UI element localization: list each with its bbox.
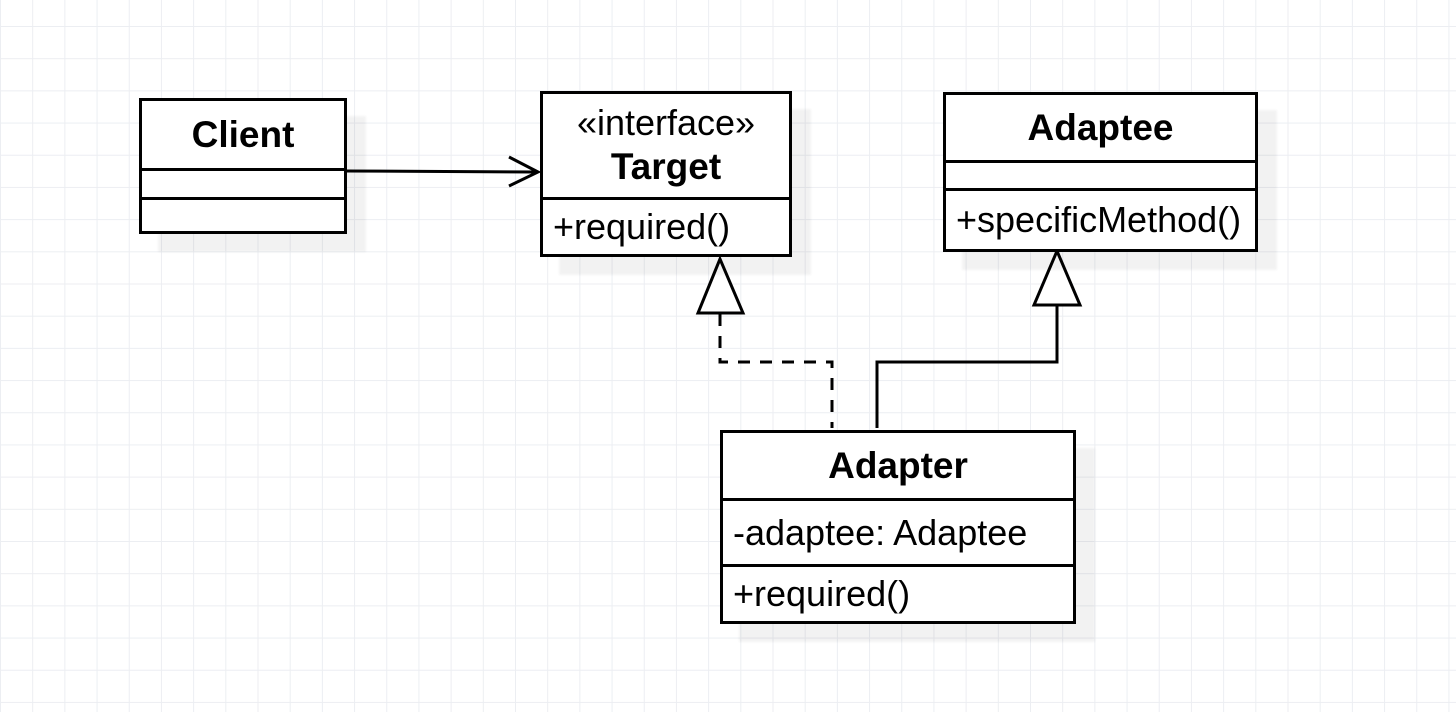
class-adapter-attributes-compartment: -adaptee: Adaptee bbox=[723, 498, 1073, 564]
class-client-methods-compartment bbox=[142, 197, 344, 231]
class-name: Target bbox=[610, 145, 722, 187]
class-adaptee-attributes-compartment bbox=[946, 160, 1255, 188]
class-name: Client bbox=[191, 113, 295, 155]
method-item: +required() bbox=[553, 206, 731, 248]
class-target-methods-compartment: +required() bbox=[543, 197, 789, 254]
edge-realization-adapter-target[interactable] bbox=[695, 255, 834, 428]
class-client-title-compartment: Client bbox=[142, 101, 344, 168]
class-name: Adapter bbox=[828, 444, 968, 486]
method-item: +specificMethod() bbox=[956, 199, 1242, 241]
class-adapter-methods-compartment: +required() bbox=[723, 564, 1073, 621]
open-arrowhead-icon bbox=[508, 155, 542, 188]
hollow-triangle-arrowhead-icon bbox=[695, 255, 746, 315]
class-client[interactable]: Client bbox=[139, 98, 347, 234]
class-adapter[interactable]: Adapter -adaptee: Adaptee +required() bbox=[720, 430, 1076, 624]
class-name: Adaptee bbox=[1027, 106, 1174, 148]
edge-generalization-adapter-adaptee[interactable] bbox=[875, 247, 1083, 428]
class-client-attributes-compartment bbox=[142, 168, 344, 197]
class-adaptee-title-compartment: Adaptee bbox=[946, 95, 1255, 160]
attribute-item: -adaptee: Adaptee bbox=[733, 511, 1028, 553]
method-item: +required() bbox=[733, 573, 911, 615]
class-target-title-compartment: «interface» Target bbox=[543, 94, 789, 197]
stereotype-label: «interface» bbox=[576, 102, 756, 144]
generalization-line bbox=[875, 306, 1059, 428]
class-adaptee-methods-compartment: +specificMethod() bbox=[946, 188, 1255, 249]
realization-line bbox=[718, 314, 834, 428]
class-adapter-title-compartment: Adapter bbox=[723, 433, 1073, 498]
class-adaptee[interactable]: Adaptee +specificMethod() bbox=[943, 92, 1258, 252]
class-target[interactable]: «interface» Target +required() bbox=[540, 91, 792, 257]
association-line bbox=[346, 169, 537, 174]
hollow-triangle-arrowhead-icon bbox=[1031, 247, 1083, 307]
edge-association-client-target[interactable] bbox=[346, 155, 542, 188]
